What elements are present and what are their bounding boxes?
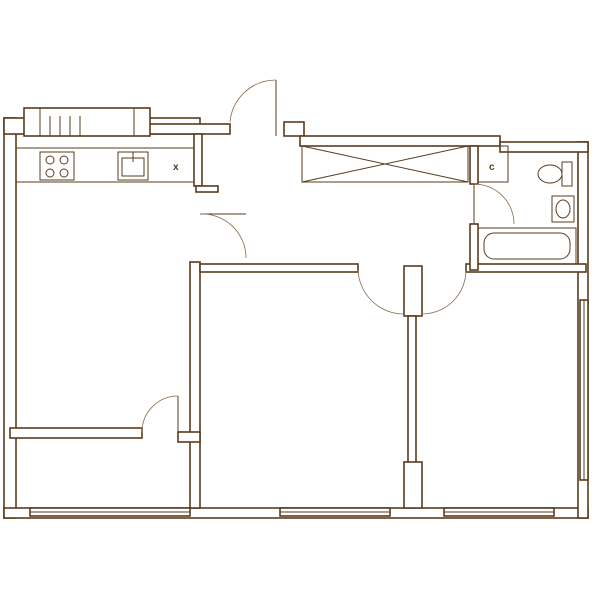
- sink-icon: [117, 151, 149, 181]
- closet-label: c: [489, 162, 495, 173]
- toilet-icon: [537, 161, 573, 187]
- right-window: [579, 299, 589, 481]
- kitchen-window: [23, 107, 151, 137]
- bottom-windows: [29, 507, 555, 517]
- kitchen-counter: x: [15, 147, 195, 183]
- outer-walls: [3, 117, 589, 519]
- stove-icon: [39, 151, 75, 181]
- closet-box: c: [477, 145, 509, 183]
- interior-walls: [9, 133, 587, 509]
- washbasin-icon: [551, 195, 575, 223]
- door-swings: [141, 79, 515, 433]
- wardrobe: [301, 145, 469, 183]
- fridge-label: x: [173, 162, 179, 173]
- bathtub-icon: [477, 227, 577, 265]
